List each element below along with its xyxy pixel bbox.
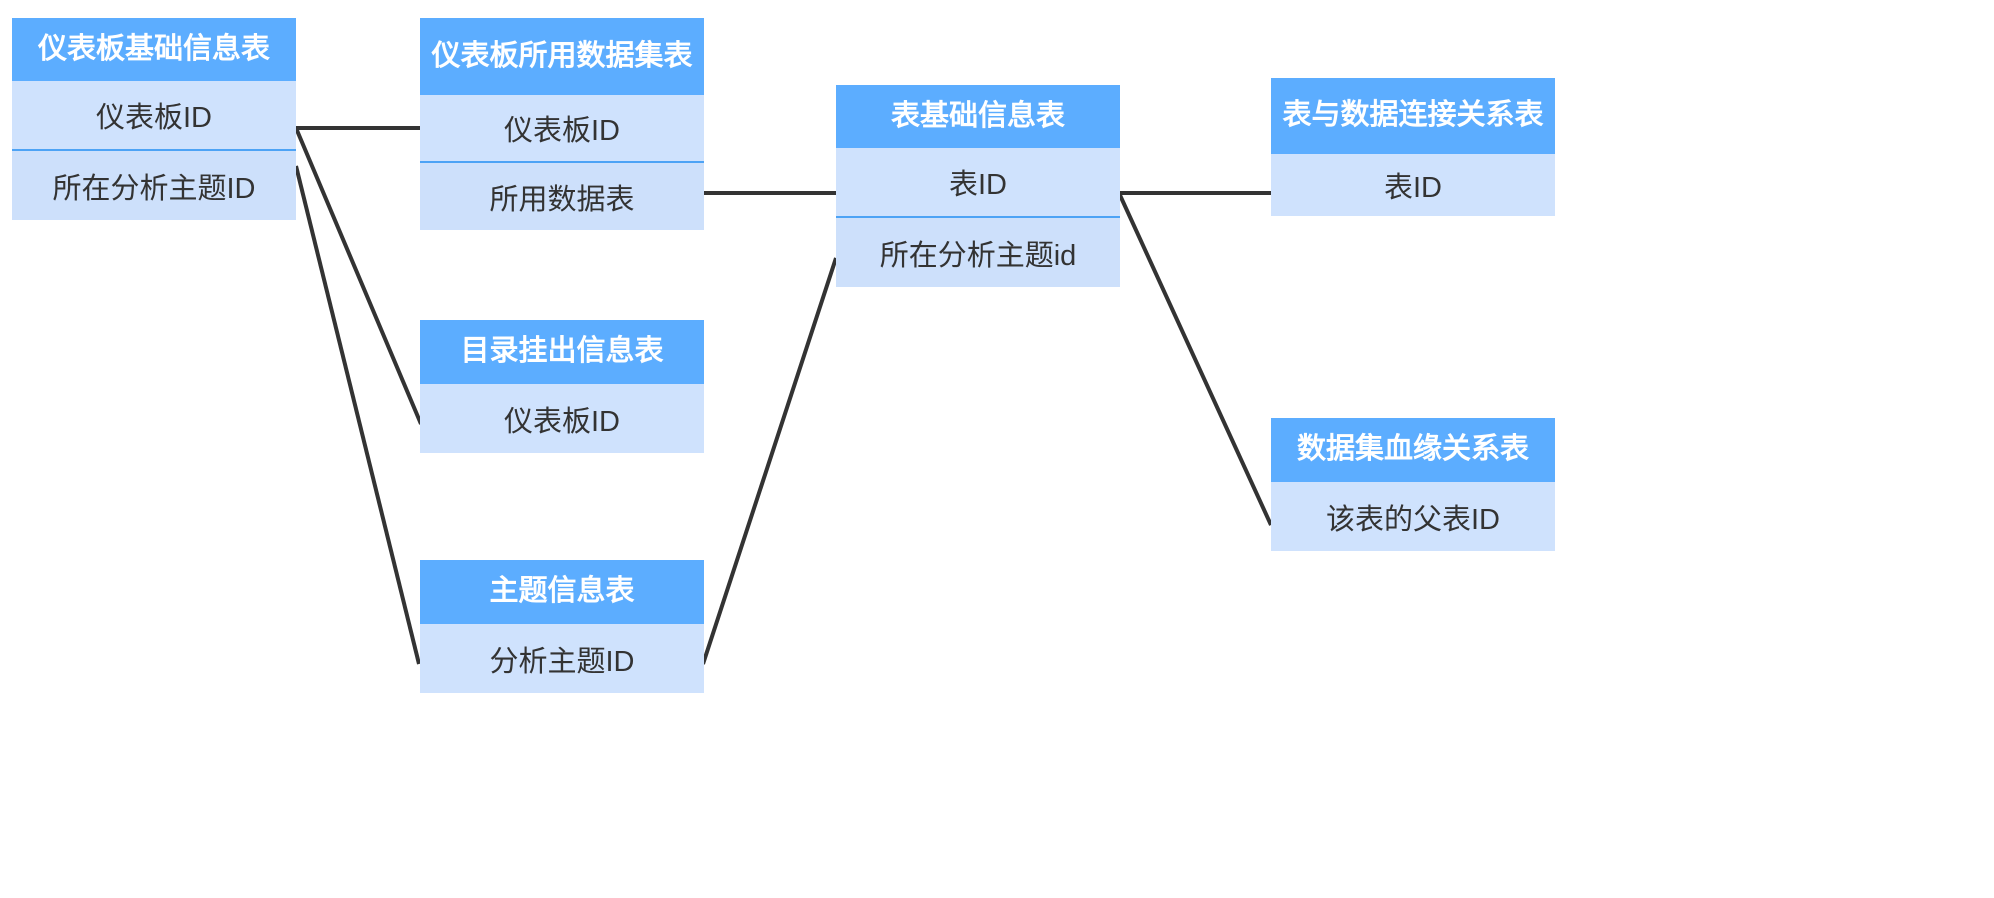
entity-dashboard-used-dataset[interactable]: 仪表板所用数据集表 仪表板ID 所用数据表 — [420, 18, 704, 230]
entity-title: 数据集血缘关系表 — [1271, 418, 1555, 482]
entity-dataset-lineage-relation[interactable]: 数据集血缘关系表 该表的父表ID — [1271, 418, 1555, 551]
entity-title: 目录挂出信息表 — [420, 320, 704, 384]
entity-title: 表与数据连接关系表 — [1271, 78, 1555, 154]
entity-field: 该表的父表ID — [1271, 482, 1555, 551]
entity-field: 所用数据表 — [420, 161, 704, 230]
entity-field: 表ID — [1271, 154, 1555, 216]
entity-dashboard-basic-info[interactable]: 仪表板基础信息表 仪表板ID 所在分析主题ID — [12, 18, 296, 220]
entity-title: 仪表板所用数据集表 — [420, 18, 704, 95]
entity-field: 分析主题ID — [420, 624, 704, 693]
entity-table-basic-info[interactable]: 表基础信息表 表ID 所在分析主题id — [836, 85, 1120, 287]
entity-field: 所在分析主题id — [836, 216, 1120, 287]
entity-subject-info[interactable]: 主题信息表 分析主题ID — [420, 560, 704, 693]
entity-field: 表ID — [836, 148, 1120, 216]
entity-catalog-mount-info[interactable]: 目录挂出信息表 仪表板ID — [420, 320, 704, 453]
entity-field: 仪表板ID — [420, 95, 704, 161]
entity-title: 主题信息表 — [420, 560, 704, 624]
entity-field: 仪表板ID — [420, 384, 704, 453]
edge-table-id-to-lineage — [1117, 192, 1273, 526]
entity-field: 所在分析主题ID — [12, 149, 296, 220]
entity-title: 仪表板基础信息表 — [12, 18, 296, 81]
entity-table-data-connection-relation[interactable]: 表与数据连接关系表 表ID — [1271, 78, 1555, 216]
edge-subject-id-to-subject-info — [294, 165, 421, 665]
edge-dashboard-id-to-catalog-mount — [294, 127, 423, 425]
edge-table-subject-to-subject-info — [701, 257, 838, 665]
entity-field: 仪表板ID — [12, 81, 296, 149]
entity-title: 表基础信息表 — [836, 85, 1120, 148]
